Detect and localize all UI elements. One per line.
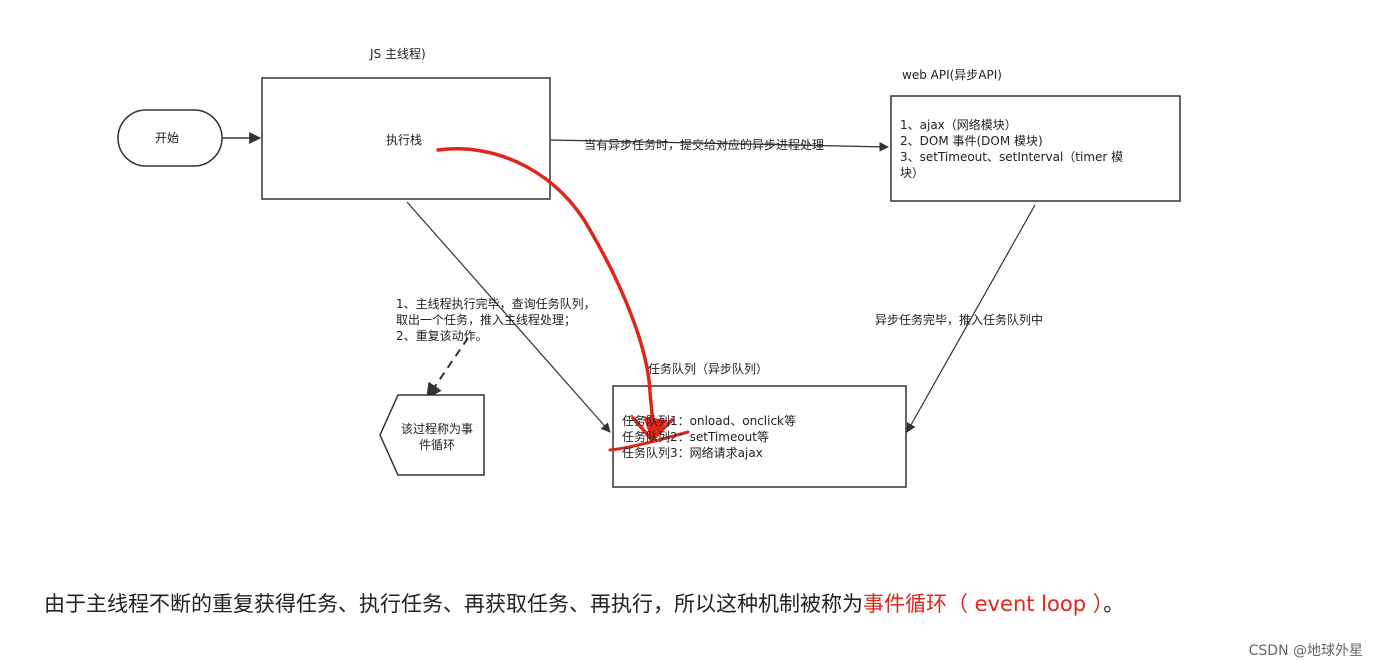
loop-note-line: 1、主线程执行完毕，查询任务队列， <box>396 297 596 311</box>
event-loop-node <box>379 394 485 476</box>
start-label: 开始 <box>155 131 180 145</box>
main-to-webapi-arrow <box>549 139 889 152</box>
main-thread-title: JS 主线程) <box>370 47 426 61</box>
web-api-item: 块） <box>900 166 925 180</box>
loop-note-line: 2、重复该动作。 <box>396 329 488 343</box>
loop-notes: 1、主线程执行完毕，查询任务队列， 取出一个任务，推入主线程处理； 2、重复该动… <box>396 296 596 344</box>
task-queue-item: 任务队列3：网络请求ajax <box>622 446 763 460</box>
loop-dashed-arrow <box>426 337 469 400</box>
caption-end: 。 <box>1103 592 1125 616</box>
exec-stack-label: 执行栈 <box>386 133 423 147</box>
task-queue-items: 任务队列1：onload、onclick等 任务队列2：setTimeout等 … <box>622 413 796 461</box>
task-queue-item: 任务队列1：onload、onclick等 <box>622 414 796 428</box>
red-annotation-arrowhead <box>631 416 674 442</box>
web-api-box <box>890 95 1181 202</box>
web-api-title: web API(异步API) <box>902 68 1002 82</box>
main-thread-box <box>261 77 551 200</box>
web-api-item: 2、DOM 事件(DOM 模块) <box>900 134 1043 148</box>
caption: 由于主线程不断的重复获得任务、执行任务、再获取任务、再执行，所以这种机制被称为事… <box>44 588 1124 618</box>
watermark: CSDN @地球外星 <box>1248 643 1363 659</box>
red-annotation-curve <box>436 147 668 443</box>
red-annotation-underline <box>608 430 690 452</box>
loop-note-line: 取出一个任务，推入主线程处理； <box>396 313 577 327</box>
web-api-item: 1、ajax（网络模块） <box>900 118 1017 132</box>
event-loop-label: 该过程称为事 件循环 <box>392 421 482 453</box>
webapi-to-queue-arrow <box>906 204 1036 433</box>
webapi-to-queue-label: 异步任务完毕，推入任务队列中 <box>875 313 1044 327</box>
task-queue-item: 任务队列2：setTimeout等 <box>622 430 769 444</box>
task-queue-title: 任务队列（异步队列） <box>648 362 769 376</box>
caption-highlight: 事件循环（ event loop ） <box>863 592 1104 616</box>
web-api-item: 3、setTimeout、setInterval（timer 模 <box>900 150 1124 164</box>
web-api-items: 1、ajax（网络模块） 2、DOM 事件(DOM 模块) 3、setTimeo… <box>900 117 1123 181</box>
caption-main: 由于主线程不断的重复获得任务、执行任务、再获取任务、再执行，所以这种机制被称为 <box>44 592 863 616</box>
event-loop-line: 件循环 <box>418 438 455 452</box>
to-webapi-label: 当有异步任务时，提交给对应的异步进程处理 <box>584 138 825 152</box>
event-loop-line: 该过程称为事 <box>400 422 473 436</box>
main-to-queue-arrow <box>406 201 611 433</box>
